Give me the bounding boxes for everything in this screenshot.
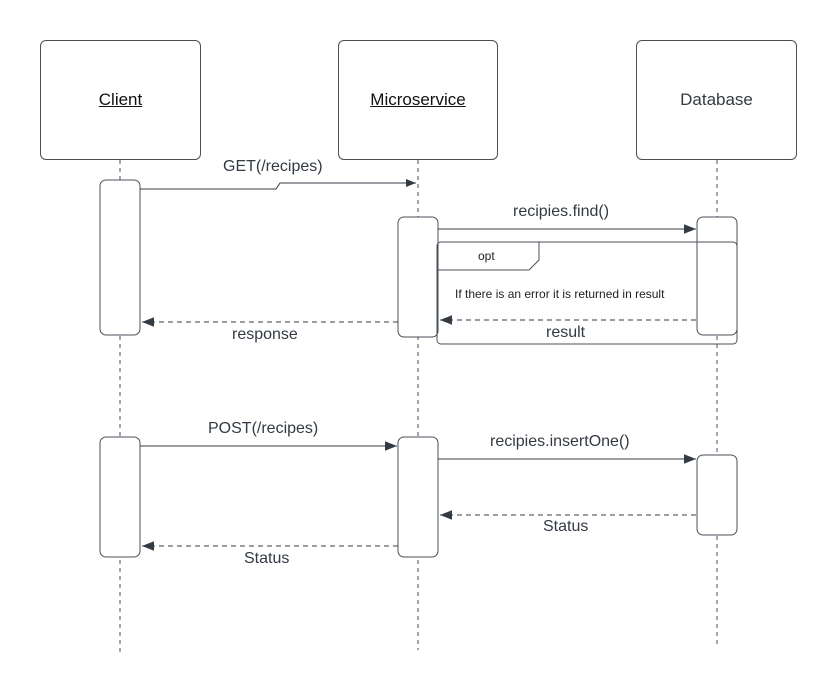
opt-fragment-frame	[436, 241, 738, 345]
database-activation-2	[696, 454, 738, 536]
client-activation-1	[99, 179, 141, 336]
client-label: Client	[98, 90, 143, 109]
microservice-activation-2	[397, 436, 439, 558]
result-label: result	[546, 324, 586, 341]
opt-guard-text: If there is an error it is returned in r…	[455, 287, 665, 301]
get-label: GET(/recipes)	[223, 158, 323, 175]
microservice-activation-1	[397, 216, 439, 338]
post-label: POST(/recipes)	[208, 420, 319, 437]
find-label: recipies.find()	[513, 203, 610, 220]
microservice-label: Microservice	[370, 90, 466, 109]
insert-one-label: recipies.insertOne()	[490, 433, 630, 450]
status-db-label: Status	[543, 518, 589, 535]
status-client-label: Status	[244, 550, 290, 567]
database-label: Database	[680, 90, 753, 109]
database-participant: Database	[636, 40, 797, 160]
opt-operator-label: opt	[478, 249, 495, 263]
client-activation-2	[99, 436, 141, 558]
opt-fragment-tab	[437, 242, 540, 271]
database-activation-1	[696, 216, 738, 336]
get-arrow	[140, 179, 416, 190]
response-label: response	[232, 326, 298, 343]
microservice-participant: Microservice	[338, 40, 498, 160]
client-participant: Client	[40, 40, 201, 160]
